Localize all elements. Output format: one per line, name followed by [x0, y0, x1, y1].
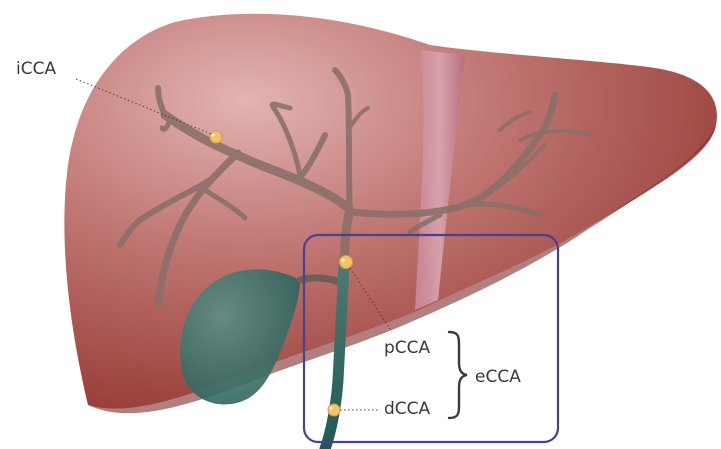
tumor-icca: [210, 131, 222, 143]
label-ecca: eCCA: [475, 369, 521, 386]
tumor-dcca: [328, 404, 340, 416]
label-icca: iCCA: [16, 61, 56, 78]
label-dcca: dCCA: [384, 401, 430, 418]
tumor-pcca: [340, 256, 353, 269]
label-pcca: pCCA: [384, 340, 430, 357]
ecca-brace: [449, 332, 467, 418]
